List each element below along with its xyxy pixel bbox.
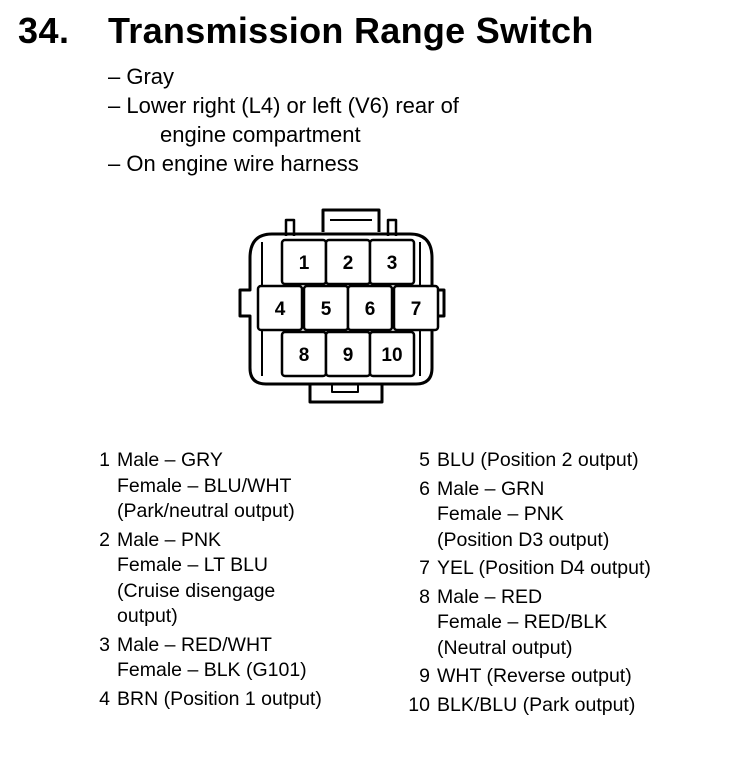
- pin-label: 4: [275, 299, 286, 320]
- legend-line: Female – BLK (G101): [117, 659, 307, 681]
- legend-entry: 8 Male – RED Female – RED/BLK (Neutral o…: [404, 585, 724, 662]
- pin-label: 8: [299, 345, 310, 366]
- connector-post: [386, 218, 398, 236]
- pin-cavity-10: [368, 330, 416, 378]
- note-line: engine compartment: [160, 122, 361, 147]
- legend-pin-number: 1: [99, 449, 110, 471]
- legend-line: (Neutral output): [437, 636, 573, 659]
- pin-label: 2: [343, 253, 354, 274]
- note-line: – On engine wire harness: [108, 151, 359, 176]
- note-item: – Gray: [108, 62, 459, 91]
- legend-line: Female – RED/BLK: [437, 611, 608, 633]
- legend-line: (Park/neutral output): [117, 500, 295, 522]
- pin-label: 5: [321, 299, 332, 320]
- legend-entry: 4 BRN (Position 1 output): [84, 687, 384, 713]
- legend-entry: 7 YEL (Position D4 output): [404, 556, 724, 582]
- legend-pin-number: 8: [419, 585, 430, 608]
- pin-label: 9: [343, 345, 354, 366]
- legend-line: output): [117, 605, 178, 627]
- legend-entry: 3 Male – RED/WHT Female – BLK (G101): [84, 633, 384, 684]
- legend-entry: 2 Male – PNK Female – LT BLU (Cruise dis…: [84, 528, 384, 630]
- notes-list: – Gray – Lower right (L4) or left (V6) r…: [108, 62, 459, 178]
- page-title: Transmission Range Switch: [108, 10, 594, 51]
- legend-entry: 1 Male – GRY Female – BLU/WHT (Park/neut…: [84, 448, 384, 525]
- legend-line: BRN (Position 1 output): [117, 687, 322, 710]
- legend-entry: 9 WHT (Reverse output): [404, 664, 724, 690]
- title-number: 34.: [18, 10, 70, 51]
- connector-key-notch: [331, 384, 359, 393]
- legend-line: Male – GRN: [437, 477, 545, 500]
- pin-label: 6: [365, 299, 376, 320]
- connector-post: [284, 218, 296, 236]
- pin-legend-left: 1 Male – GRY Female – BLU/WHT (Park/neut…: [84, 448, 384, 715]
- note-item: – On engine wire harness: [108, 149, 459, 178]
- legend-line: Male – RED/WHT: [117, 633, 272, 656]
- pin-cavity-7: [392, 284, 440, 332]
- legend-entry: 10 BLK/BLU (Park output): [404, 693, 724, 719]
- legend-pin-number: 4: [99, 687, 110, 710]
- legend-line: (Cruise disengage: [117, 579, 276, 602]
- legend-line: YEL (Position D4 output): [437, 557, 651, 579]
- pin-cavity-4: [256, 284, 304, 332]
- legend-pin-number: 6: [419, 477, 430, 500]
- connector-body: [238, 232, 446, 386]
- pin-label: 10: [381, 345, 402, 366]
- pin-label: 3: [387, 253, 398, 274]
- legend-line: (Position D3 output): [437, 528, 610, 551]
- note-line: – Gray: [108, 64, 175, 89]
- legend-pin-number: 2: [99, 528, 110, 551]
- legend-line: BLU (Position 2 output): [437, 449, 639, 471]
- pin-label: 1: [299, 253, 310, 274]
- legend-line: Female – BLU/WHT: [117, 474, 292, 497]
- legend-line: Female – PNK: [437, 503, 564, 525]
- legend-entry: 5 BLU (Position 2 output): [404, 448, 724, 474]
- note-line: – Lower right (L4) or left (V6) rear of: [108, 93, 459, 118]
- legend-line: Male – PNK: [117, 528, 222, 551]
- legend-pin-number: 5: [419, 449, 430, 471]
- legend-pin-number: 7: [419, 557, 430, 579]
- pin-legend-right: 5 BLU (Position 2 output) 6 Male – GRN F…: [404, 448, 724, 721]
- legend-line: Male – RED: [437, 585, 543, 608]
- legend-pin-number: 10: [408, 693, 430, 716]
- pin-cavity-6: [346, 284, 394, 332]
- note-item: – Lower right (L4) or left (V6) rear of …: [108, 91, 459, 149]
- legend-line: Male – GRY: [117, 449, 223, 471]
- pin-cavity-3: [368, 238, 416, 286]
- connector-key: [308, 384, 384, 404]
- legend-line: Female – LT BLU: [117, 554, 269, 576]
- legend-pin-number: 3: [99, 633, 110, 656]
- legend-entry: 6 Male – GRN Female – PNK (Position D3 o…: [404, 477, 724, 554]
- connector-diagram: 1 2 3 4 5 6 7 8 9 10: [238, 208, 446, 404]
- legend-line: BLK/BLU (Park output): [437, 693, 636, 716]
- connector-latch: [321, 208, 381, 232]
- pin-label: 7: [411, 299, 422, 320]
- legend-pin-number: 9: [419, 665, 430, 687]
- legend-line: WHT (Reverse output): [437, 665, 632, 687]
